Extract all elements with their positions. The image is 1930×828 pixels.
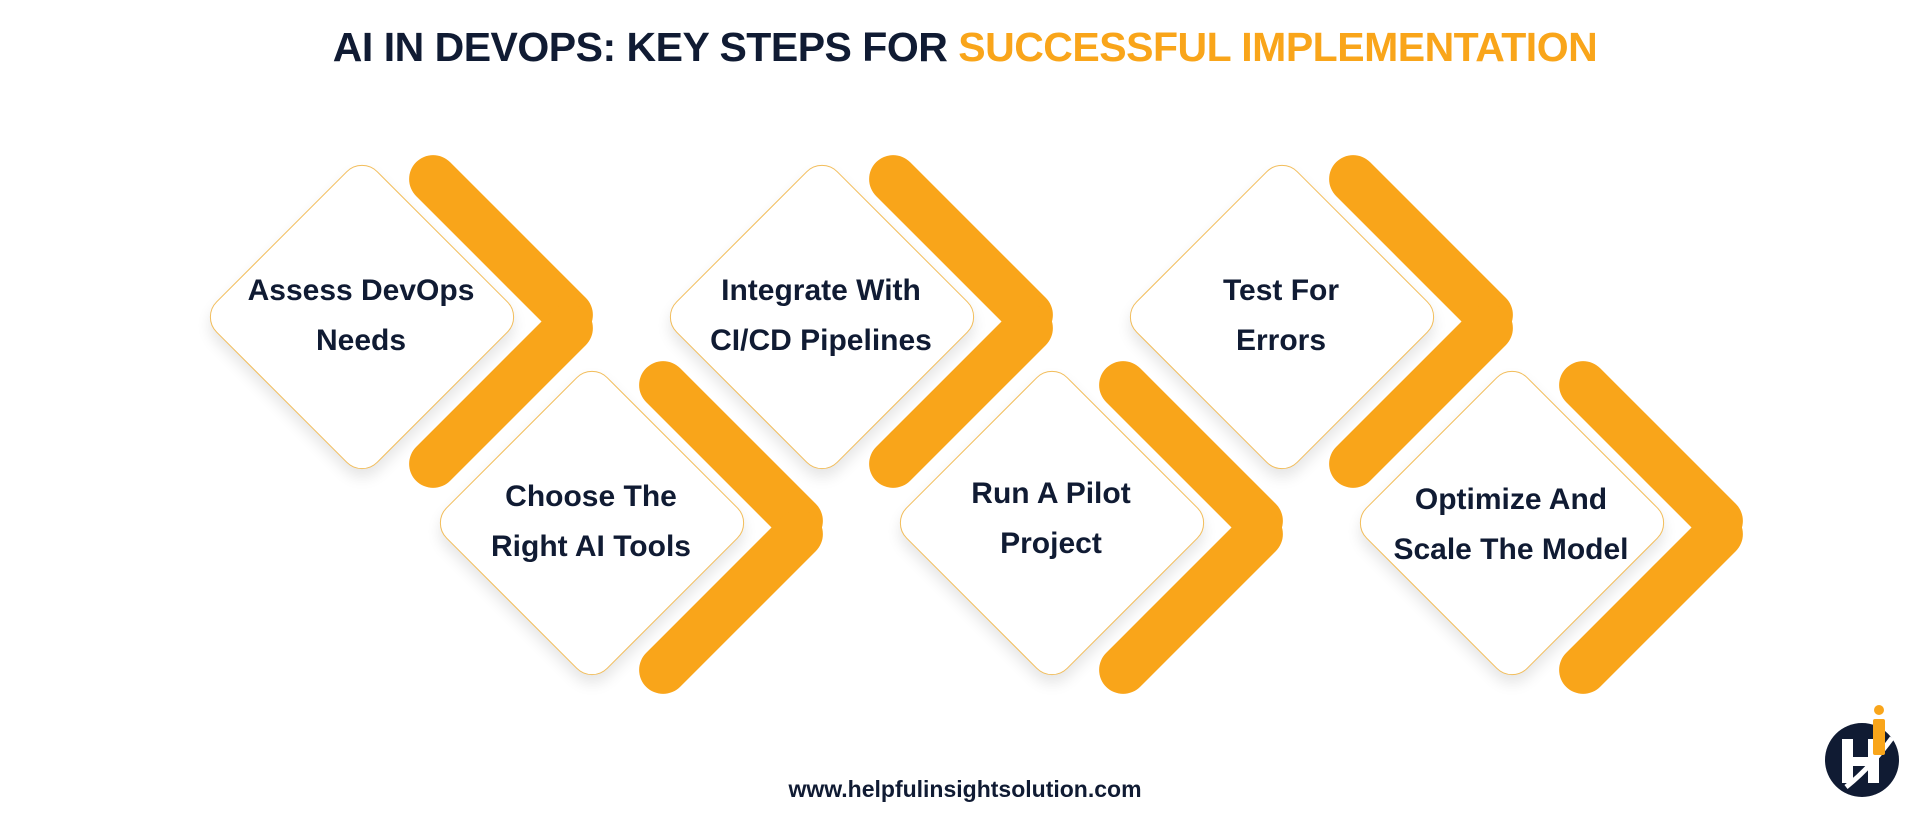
title-main: AI IN DEVOPS: KEY STEPS FOR — [332, 24, 959, 70]
step-4-line1: Run A Pilot — [971, 477, 1131, 510]
step-6-line2: Scale The Model — [1393, 533, 1629, 566]
helpful-insight-logo-icon — [1825, 705, 1899, 797]
step-2-line2: Right AI Tools — [491, 530, 691, 563]
step-5-line1: Test For — [1222, 274, 1340, 307]
step-1-line1: Assess DevOps — [247, 274, 475, 307]
step-4-line2: Project — [1000, 527, 1102, 560]
step-6-line1: Optimize And — [1414, 483, 1608, 516]
step-5-line2: Errors — [1235, 324, 1327, 357]
title-highlight: SUCCESSFUL IMPLEMENTATION — [958, 24, 1598, 70]
step-1-line2: Needs — [315, 324, 407, 357]
step-2-line1: Choose The — [505, 480, 677, 513]
step-3-line1: Integrate With — [721, 274, 921, 307]
website-url: www.helpfulinsightsolution.com — [788, 776, 1142, 802]
page-title: AI IN DEVOPS: KEY STEPS FOR SUCCESSFUL I… — [0, 24, 1930, 71]
step-3-line2: CI/CD Pipelines — [710, 324, 932, 357]
